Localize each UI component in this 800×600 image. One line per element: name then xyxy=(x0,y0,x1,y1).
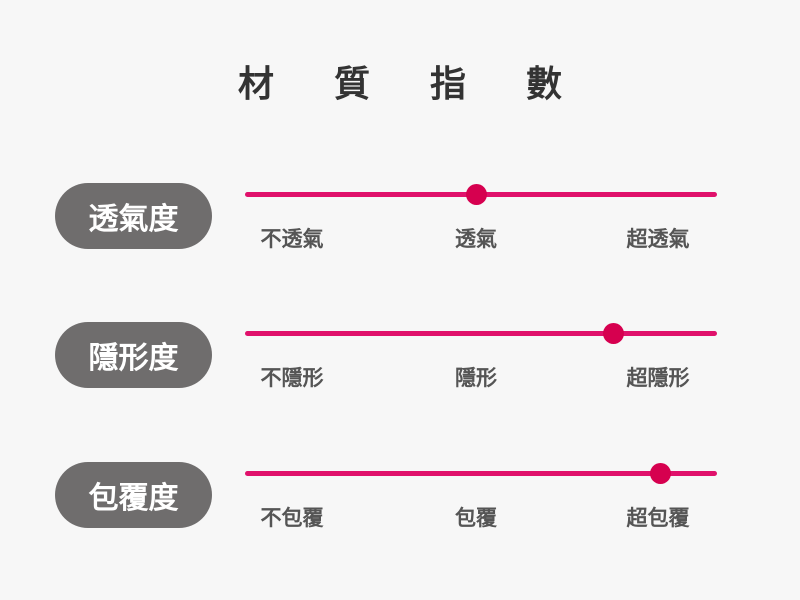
index-slider-track xyxy=(245,463,717,484)
scale-label-mid: 隱形 xyxy=(455,366,497,390)
index-slider-knob xyxy=(466,184,488,205)
page-title: 材質指數 xyxy=(0,55,800,107)
scale-label-low: 不隱形 xyxy=(260,366,324,390)
index-label-pill: 透氣度 xyxy=(55,183,212,249)
index-row-breathability: 透氣度 不透氣 透氣 超透氣 xyxy=(0,183,800,263)
scale-label-high: 超透氣 xyxy=(626,227,690,251)
index-slider-knob xyxy=(603,323,625,344)
index-slider-knob xyxy=(650,463,672,484)
index-slider-track xyxy=(245,323,717,344)
scale-label-high: 超隱形 xyxy=(626,366,690,390)
index-label-pill: 隱形度 xyxy=(55,322,212,388)
title-char: 質 xyxy=(333,64,370,105)
scale-label-high: 超包覆 xyxy=(626,506,690,530)
scale-label-mid: 透氣 xyxy=(455,227,497,251)
scale-label-low: 不包覆 xyxy=(260,506,324,530)
index-label-pill: 包覆度 xyxy=(55,462,212,528)
title-char: 數 xyxy=(526,64,563,105)
index-row-invisibility: 隱形度 不隱形 隱形 超隱形 xyxy=(0,322,800,402)
scale-label-mid: 包覆 xyxy=(455,506,497,530)
scale-label-low: 不透氣 xyxy=(260,227,324,251)
title-char: 材 xyxy=(237,64,274,105)
title-char: 指 xyxy=(430,64,467,105)
index-row-coverage: 包覆度 不包覆 包覆 超包覆 xyxy=(0,462,800,542)
index-slider-track xyxy=(245,184,717,205)
